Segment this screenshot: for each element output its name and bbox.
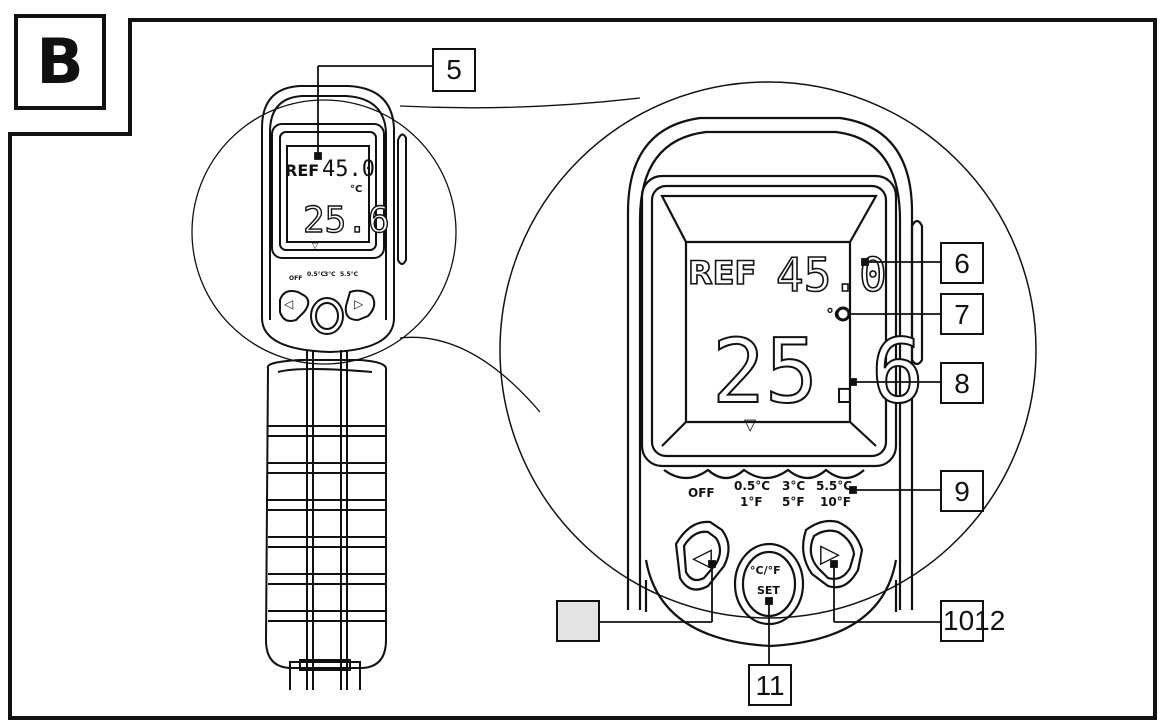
small-display-reading: 25.6 <box>303 200 390 241</box>
zoom-target-circle <box>499 81 1037 619</box>
scale-label-2-top: 3°C <box>782 479 805 493</box>
zoom-connector-bottom <box>399 336 541 413</box>
svg-text:3°C: 3°C <box>324 271 336 278</box>
zoom-source-circle <box>191 99 457 365</box>
scale-label-2-bottom: 5°F <box>782 495 805 509</box>
left-arrow-icon: ◁ <box>692 543 712 573</box>
zoom-connector-top <box>399 97 641 109</box>
zoomed-device-head <box>626 116 924 648</box>
callout-7: 7 <box>940 293 984 335</box>
leader-lines <box>314 65 940 666</box>
small-scale-labels: OFF 0.5°C3°C 5.5°C <box>289 271 359 282</box>
outer-frame <box>8 18 1157 720</box>
large-display-ref-value: 45.0 <box>776 248 887 302</box>
callout-6: 6 <box>940 242 984 284</box>
thermometer-device <box>261 85 407 690</box>
scale-labels: OFF 0.5°C 1°F 3°C 5°F 5.5°C 10°F <box>688 479 852 509</box>
scale-label-1-bottom: 1°F <box>740 495 763 509</box>
small-display-mode: REF <box>285 161 319 180</box>
unit-toggle-label: °C/°F <box>750 564 781 577</box>
large-display-reading: 25.6 <box>712 320 924 423</box>
svg-text:OFF: OFF <box>289 275 302 282</box>
callout-10-12 <box>940 600 984 642</box>
scale-label-3-bottom: 10°F <box>820 495 851 509</box>
small-right-arrow-icon: ▷ <box>354 297 364 311</box>
panel-letter: B <box>14 14 106 110</box>
callout-9: 9 <box>940 470 984 512</box>
scale-label-off: OFF <box>688 486 715 500</box>
small-display-indicator-icon: ▽ <box>312 241 319 250</box>
large-display-indicator-icon: ▽ <box>744 415 757 434</box>
callout-5: 5 <box>432 48 476 92</box>
svg-text:0.5°C: 0.5°C <box>307 271 326 278</box>
scale-label-1-top: 0.5°C <box>734 479 770 493</box>
large-display-mode: REF <box>688 254 756 292</box>
small-display-unit: °C <box>350 184 362 195</box>
callout-11: 11 <box>748 664 792 706</box>
set-label: SET <box>757 584 780 597</box>
svg-text:5.5°C: 5.5°C <box>340 271 359 278</box>
small-left-arrow-icon: ◁ <box>283 297 293 311</box>
small-display-ref-value: 45.0 <box>322 157 375 182</box>
callout-8: 8 <box>940 362 984 404</box>
callout-blank <box>556 600 600 642</box>
callout-10-12-label: 1012 <box>943 605 1006 636</box>
scale-label-3-top: 5.5°C <box>816 479 852 493</box>
